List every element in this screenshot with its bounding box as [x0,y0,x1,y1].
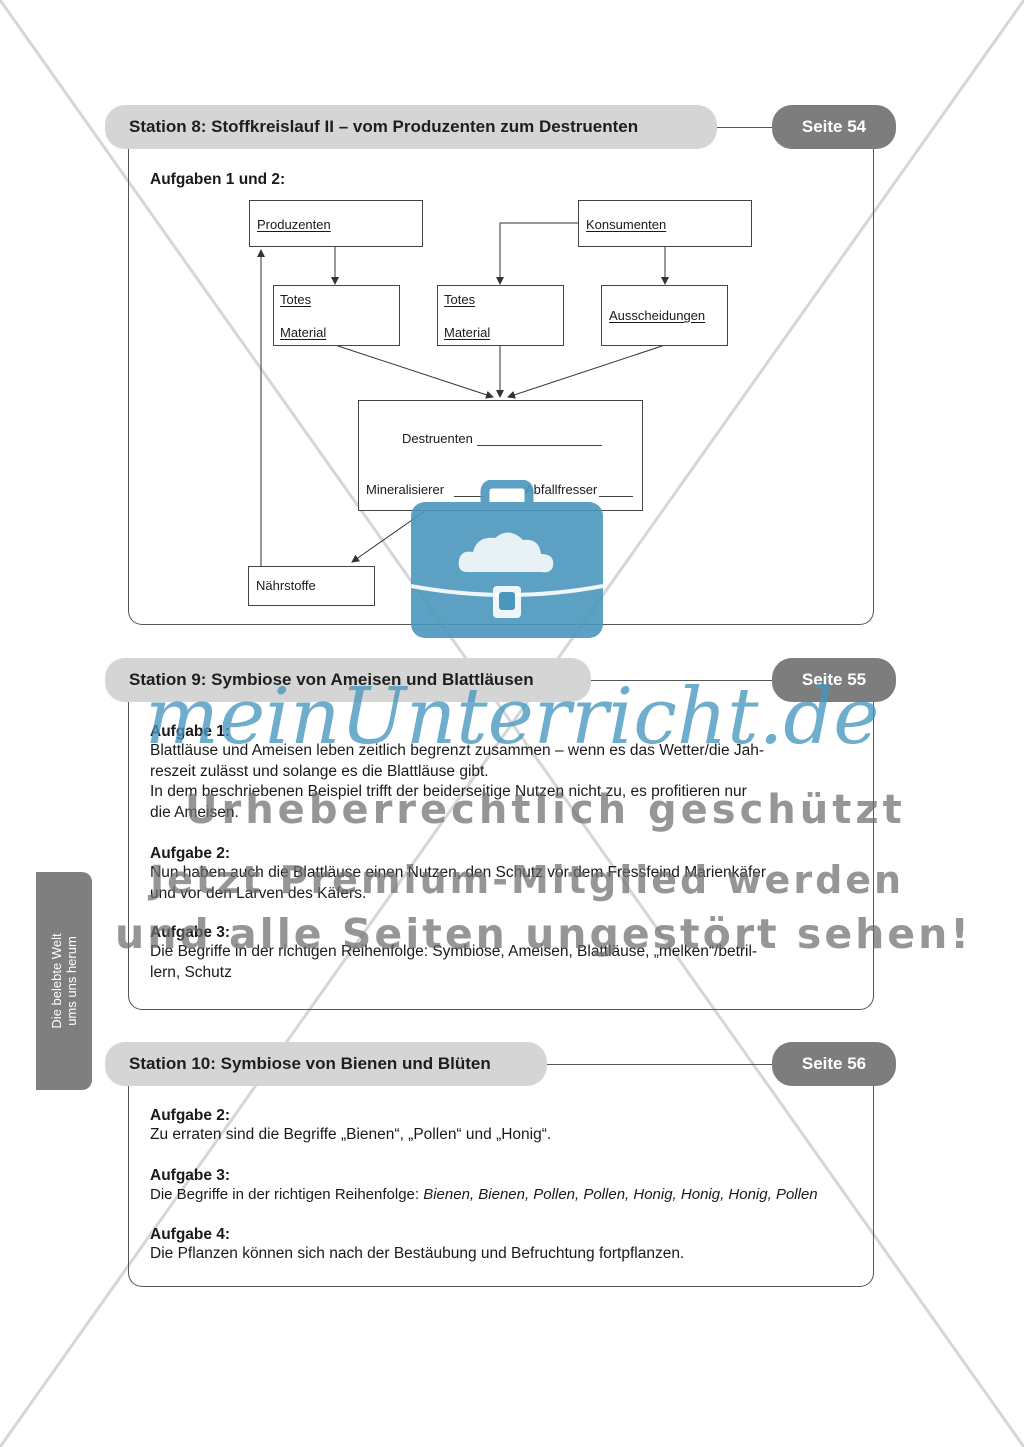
station9-task1-line: die Ameisen. [150,803,239,821]
watermark-line3: und alle Seiten ungestört sehen! [115,910,973,958]
label-material-1: Material [280,325,327,340]
box-totes-material-1: Totes Material [273,285,400,346]
box-produzenten: Produzenten [249,200,423,247]
station9-content: Aufgabe 1: Blattläuse und Ameisen leben … [150,723,850,983]
station8-page: Seite 54 [772,105,896,149]
station10-task4-text: Die Pflanzen können sich nach der Bestäu… [150,1245,685,1262]
station8-task-label: Aufgaben 1 und 2: [150,171,286,188]
label-konsumenten: Konsumenten [586,217,667,232]
station10-task4-label: Aufgabe 4: [150,1226,231,1243]
station9-task1-line: reszeit zulässt und solange es die Blatt… [150,762,489,780]
side-tab-label: Die belebte Welt ums uns herum [49,933,79,1028]
watermark-line2: Jetzt Premium-Mitglied werden [150,858,905,902]
station10-page: Seite 56 [772,1042,896,1086]
station9-task1-line: Blattläuse und Ameisen leben zeitlich be… [150,742,765,759]
box-konsumenten: Konsumenten [578,200,752,247]
label-totes-1: Totes [280,292,312,307]
station10-content: Aufgabe 2: Zu erraten sind die Begriffe … [150,1107,865,1265]
station9-title: Station 9: Symbiose von Ameisen und Blat… [105,658,591,702]
side-tab: Die belebte Welt ums uns herum [36,872,92,1090]
station9-task3-label: Aufgabe 3: [150,924,231,941]
side-tab-line1: Die belebte Welt [49,933,64,1029]
station9-task2-line: und vor den Larven des Käfers. [150,884,367,902]
watermark-brand: meinUnterricht.de [145,672,880,762]
station8-title: Station 8: Stoffkreislauf II – vom Produ… [105,105,717,149]
station10-task3-answer: Bienen, Bienen, Pollen, Pollen, Honig, H… [423,1185,818,1203]
briefcase-cloud-icon [410,480,604,638]
station10-title: Station 10: Symbiose von Bienen und Blüt… [105,1042,547,1086]
station10-task3-text: Die Begriffe in der richtigen Reihenfolg… [150,1185,865,1206]
station9-task1-label: Aufgabe 1: [150,723,231,740]
label-abfallfresser: Abfallfresser [525,482,598,497]
label-mineralisierer: Mineralisierer [366,482,445,497]
station9-page: Seite 55 [772,658,896,702]
label-naehrstoffe: Nährstoffe [256,578,316,593]
station10-task2-text: Zu erraten sind die Begriffe „Bienen“, „… [150,1126,552,1143]
label-produzenten: Produzenten [257,217,331,232]
label-material-2: Material [444,325,491,340]
label-destruenten: Destruenten [402,431,473,446]
station9-box [128,680,874,1010]
label-ausscheidungen: Ausscheidungen [609,308,706,323]
box-ausscheidungen: Ausscheidungen [601,285,728,346]
station9-task3-line: Die Begriffe in der richtigen Reihenfolg… [150,943,758,960]
box-naehrstoffe: Nährstoffe [248,566,375,606]
station10-box [128,1064,874,1287]
label-totes-2: Totes [444,292,476,307]
box-totes-material-2: Totes Material [437,285,564,346]
station10-task3-label: Aufgabe 3: [150,1166,231,1184]
station10-task3-prefix: Die Begriffe in der richtigen Reihenfolg… [150,1185,424,1203]
station10-task2-label: Aufgabe 2: [150,1107,231,1124]
side-tab-line2: ums uns herum [64,936,79,1026]
box-destruenten: Destruenten Mineralisierer Abfallfresser [358,400,643,511]
station9-task2-label: Aufgabe 2: [150,845,231,862]
station9-task1-line: In dem beschriebenen Beispiel trifft der… [150,783,747,800]
watermark-line1: Urheberrechtlich geschützt [185,787,906,833]
station9-task3-line: lern, Schutz [150,963,232,981]
station9-task2-line: Nun haben auch die Blattläuse einen Nutz… [150,864,767,881]
